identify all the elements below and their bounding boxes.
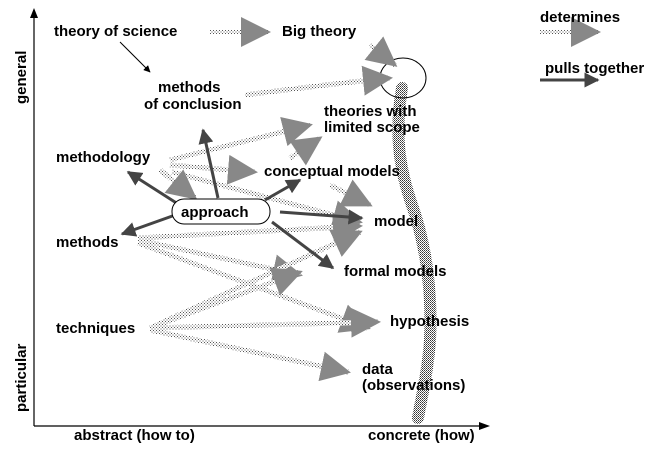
- x-axis-label-concrete: concrete (how): [368, 427, 475, 444]
- axes: [30, 8, 490, 430]
- x-axis-arrowhead: [479, 422, 490, 430]
- arrow-methods-to-model: [137, 212, 363, 243]
- arrow-methods-to-hypothesis: [137, 240, 371, 333]
- arrow-methodology-approach-link: [158, 168, 198, 200]
- node-methods-of-conclusion-line1: methods: [158, 79, 221, 96]
- node-theories-limited-line2: limited scope: [324, 119, 420, 136]
- y-axis-arrowhead: [30, 8, 38, 18]
- node-formal-models: formal models: [344, 263, 447, 280]
- approach-arrows: [120, 128, 364, 270]
- arrow-approach-to-conclusion: [198, 128, 220, 199]
- node-methods: methods: [56, 234, 119, 251]
- legend-determines-label: determines: [540, 9, 620, 26]
- arrow-techniques-to-model: [148, 229, 363, 331]
- arrow-methodology-to-model: [171, 169, 363, 230]
- arrow-methodology-to-limited: [169, 116, 313, 163]
- node-model: model: [374, 213, 418, 230]
- node-techniques: techniques: [56, 320, 135, 337]
- node-theories-limited-line1: theories with: [324, 103, 417, 120]
- arrow-approach-to-methods: [120, 212, 179, 237]
- determines-arrows: [137, 17, 398, 382]
- node-big-theory: Big theory: [282, 23, 357, 40]
- arrow-conclusion-to-ellipse: [244, 65, 393, 98]
- approach-box: [171, 198, 271, 225]
- legend: determines pulls together: [540, 9, 644, 88]
- arrow-approach-to-formal: [271, 220, 335, 270]
- x-axis-label-abstract: abstract (how to): [74, 427, 195, 444]
- node-data-line2: (observations): [362, 377, 465, 394]
- arrow-conceptual-to-limited: [288, 135, 323, 166]
- node-conceptual-models: conceptual models: [264, 163, 400, 180]
- legend-pulls-together-label: pulls together: [545, 60, 644, 77]
- arrow-approach-to-methodology: [126, 170, 179, 206]
- node-hypothesis: hypothesis: [390, 313, 469, 330]
- node-methodology: methodology: [56, 149, 151, 166]
- node-approach: approach: [181, 204, 249, 221]
- arrow-conceptual-to-model: [328, 179, 373, 208]
- y-axis-label-general: general: [13, 51, 30, 104]
- y-axis-label-particular: particular: [13, 343, 30, 412]
- pulls-together-main-curve: [392, 82, 437, 424]
- node-data-line1: data: [362, 361, 394, 378]
- arrow-big-to-ellipse: [364, 36, 398, 67]
- arrow-theory-to-conclusion: [119, 41, 151, 73]
- node-labels: theory of science Big theory methods of …: [54, 23, 469, 394]
- arrow-techniques-to-data: [149, 327, 351, 382]
- arrow-approach-to-model: [279, 209, 364, 225]
- arrow-approach-to-conceptual: [264, 178, 302, 202]
- arrow-techniques-to-hypothesis: [149, 307, 381, 338]
- arrow-techniques-to-hypothesis-top: [149, 267, 303, 331]
- node-methods-of-conclusion-line2: of conclusion: [144, 96, 242, 113]
- node-theory-of-science: theory of science: [54, 23, 177, 40]
